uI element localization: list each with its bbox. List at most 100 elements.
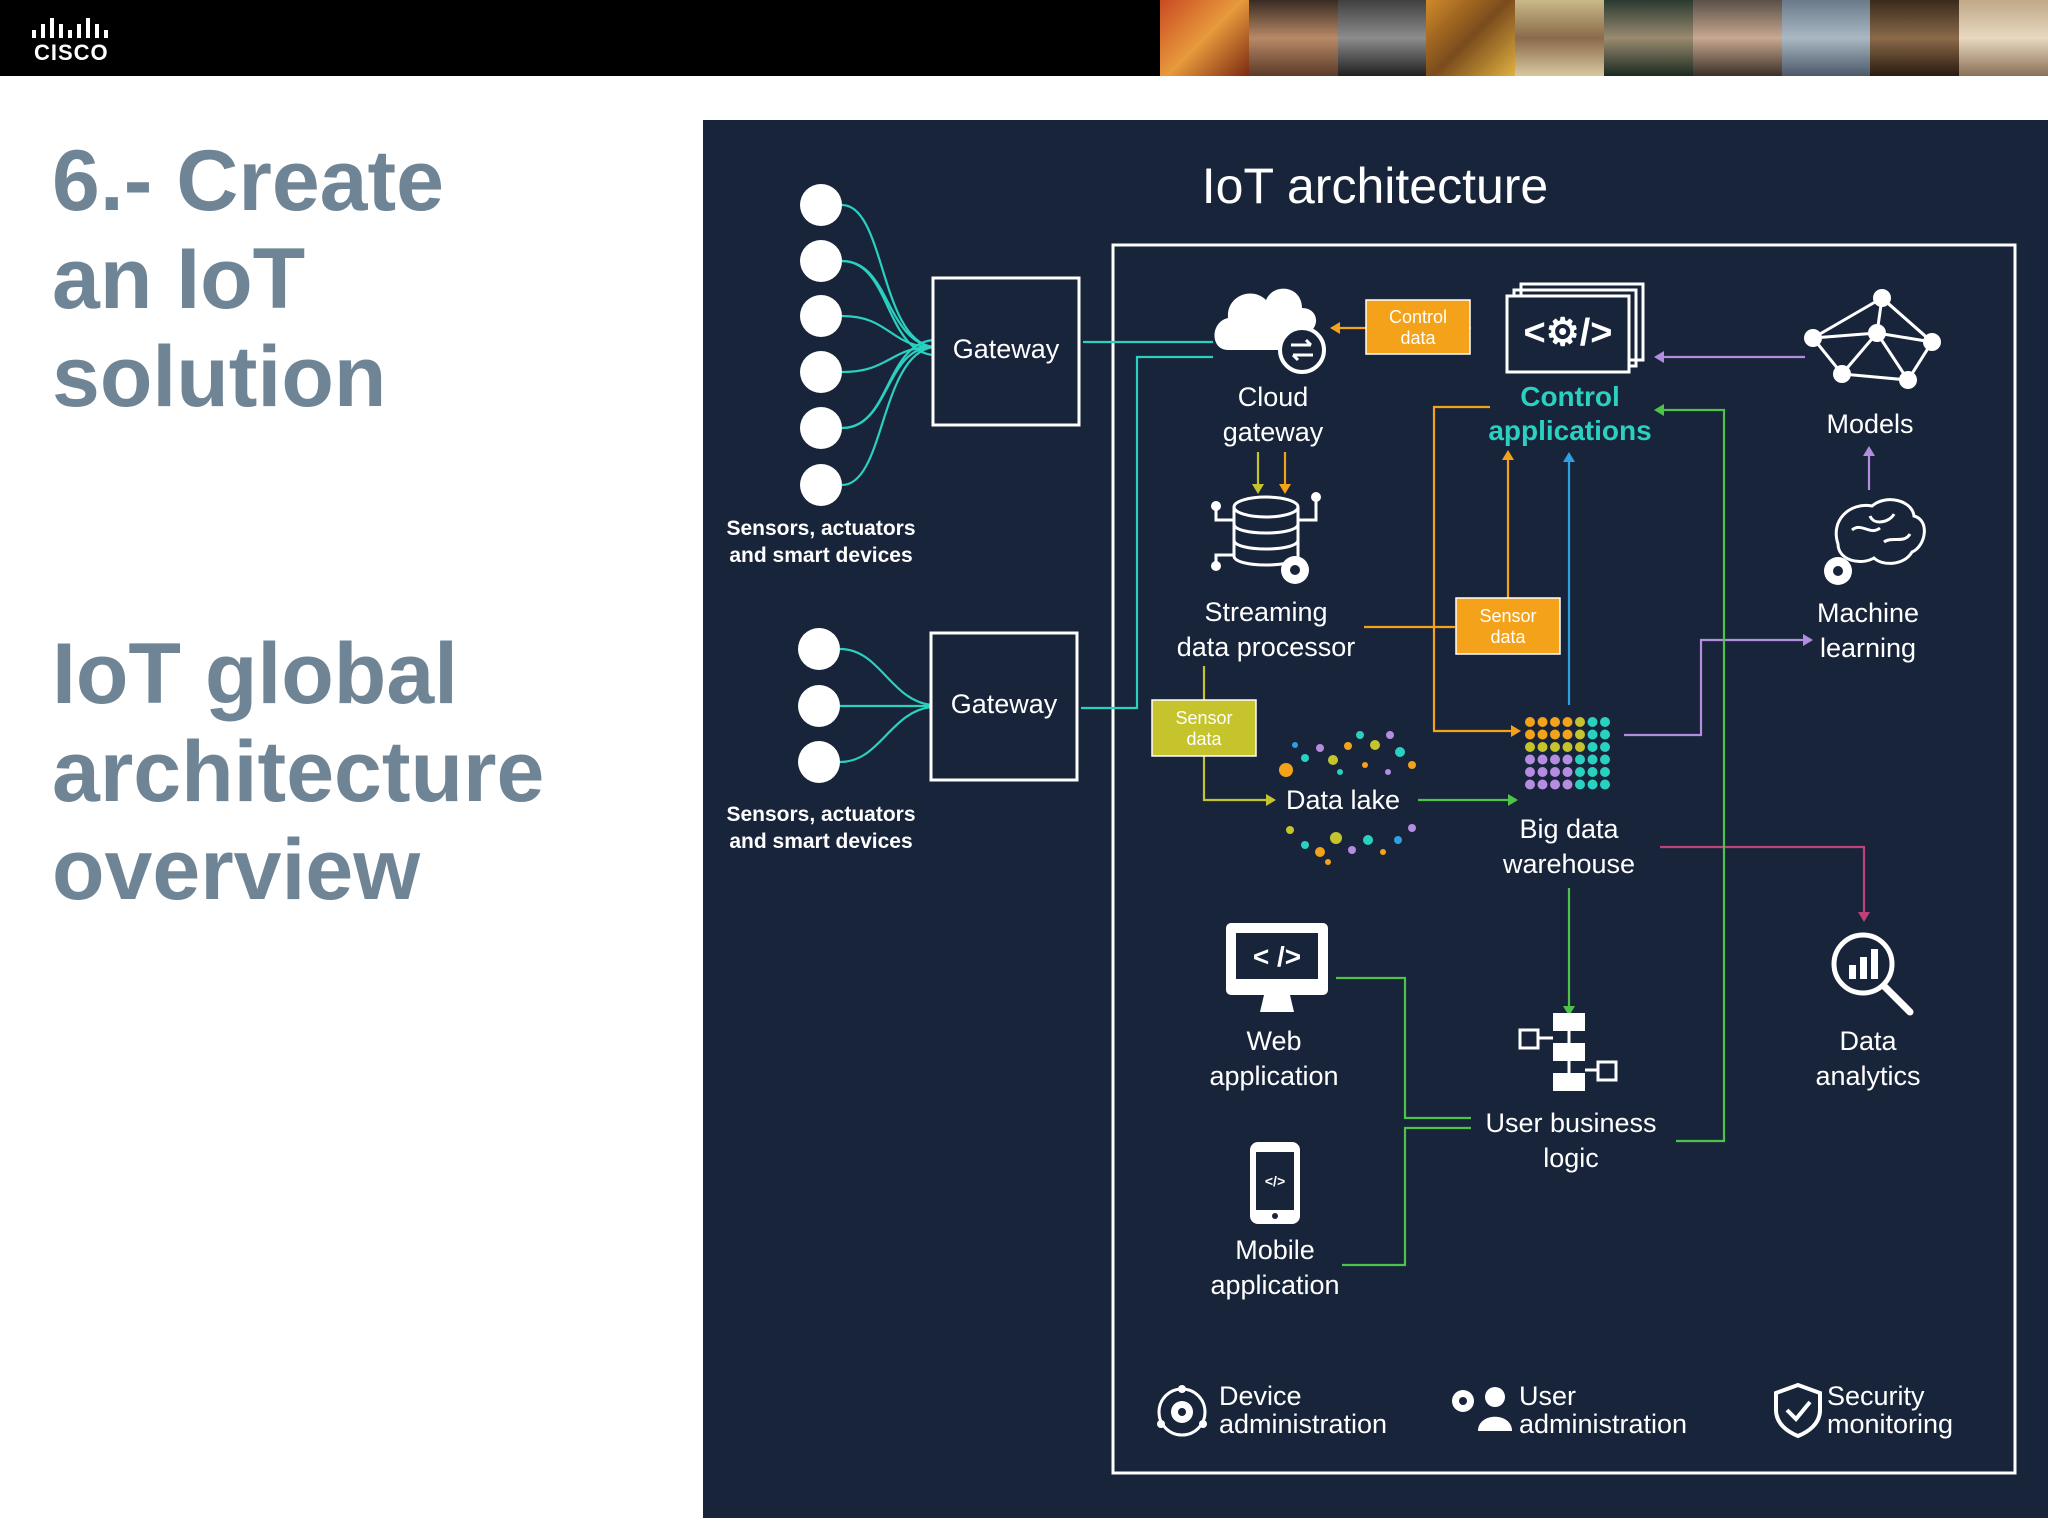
machine-learning-label: learning [1820, 633, 1916, 663]
photo-7 [1692, 0, 1782, 76]
diagram-title: IoT architecture [1202, 158, 1548, 214]
grid-dot [1575, 717, 1585, 727]
gateway-cloud-links [1081, 340, 1213, 710]
tag-text: data [1186, 729, 1222, 749]
control-flow-lines [1364, 405, 1515, 733]
data-grid-icon [1525, 717, 1610, 790]
grid-dot [1575, 729, 1585, 740]
web-application-label: application [1209, 1061, 1338, 1091]
grid-dot [1562, 742, 1573, 752]
mobile-application: </> Mobile application [1210, 1142, 1340, 1300]
control-applications-label: Control [1520, 381, 1620, 412]
grid-dot [1550, 767, 1560, 777]
device-node [800, 464, 842, 506]
data-lake-label: Data lake [1286, 785, 1400, 815]
grid-dot [1587, 717, 1598, 727]
grid-dot [1600, 717, 1610, 727]
grid-dot [1525, 779, 1535, 790]
grid-dot [1537, 754, 1548, 765]
device-node [798, 685, 840, 727]
gateway-box-1 [931, 276, 1081, 427]
title-line: solution [52, 329, 387, 425]
photo-6 [1603, 0, 1693, 76]
streaming-label: data processor [1177, 632, 1356, 662]
slide-subtitle: IoT global architecture overview [52, 625, 692, 919]
grid-dot [1562, 779, 1573, 790]
streaming-label: Streaming [1204, 597, 1327, 627]
grid-dot [1562, 754, 1573, 765]
device-group-1: Sensors, actuators and smart devices Gat… [726, 184, 1081, 567]
tag-text: data [1400, 328, 1436, 348]
gateway-label: Gateway [951, 689, 1058, 719]
cisco-wordmark: CISCO [34, 40, 109, 65]
gateway-box-2 [929, 631, 1079, 782]
title-line: an IoT [52, 231, 306, 327]
data-analytics: Data analytics [1815, 932, 1921, 1091]
slide-title: 6.- Create an IoT solution [52, 132, 692, 426]
big-data-warehouse: Big data warehouse [1502, 717, 1635, 879]
mobile-application-label: Mobile [1235, 1235, 1315, 1265]
user-business-logic-label: User business [1485, 1108, 1656, 1138]
big-data-label: warehouse [1502, 849, 1635, 879]
device-node [800, 240, 842, 282]
photo-4 [1426, 0, 1516, 76]
flowchart-icon [1518, 1013, 1618, 1091]
analytics-search-icon [1831, 932, 1895, 996]
cisco-logo: CISCO [28, 12, 118, 65]
grid-dot [1550, 779, 1560, 790]
grid-dot [1600, 729, 1610, 740]
photo-8 [1781, 0, 1871, 76]
models-label: Models [1826, 409, 1913, 439]
security-label: Security [1827, 1381, 1925, 1411]
header-photo-strip [1160, 0, 2048, 76]
svg-text:< />: < /> [1253, 941, 1301, 972]
grid-dot [1562, 729, 1573, 740]
grid-dot [1525, 742, 1535, 752]
data-analytics-label: analytics [1815, 1061, 1920, 1091]
device-admin-label: Device [1219, 1381, 1302, 1411]
device-node [798, 628, 840, 670]
grid-dot [1550, 742, 1560, 752]
devices-label: Sensors, actuators [726, 517, 915, 540]
grid-dot [1587, 767, 1598, 777]
user-admin-label: User [1519, 1381, 1576, 1411]
grid-dot [1587, 754, 1598, 765]
iot-architecture-diagram: IoT architecture Sensors, actuators and … [703, 120, 2048, 1518]
sync-icon [1278, 326, 1326, 374]
models: Models [1804, 289, 1941, 490]
subtitle-line: overview [52, 822, 421, 918]
device-node [798, 741, 840, 783]
sensor-data-tag-orange: Sensor data [1455, 597, 1561, 655]
grid-dot [1575, 779, 1585, 790]
device-links [841, 203, 934, 487]
device-node [800, 295, 842, 337]
streaming-data-processor: Streaming data processor [1177, 492, 1356, 662]
device-admin-label: administration [1219, 1409, 1387, 1439]
tag-text: data [1490, 627, 1526, 647]
photo-3 [1337, 0, 1427, 76]
photo-2 [1248, 0, 1338, 76]
tag-text: Sensor [1479, 606, 1536, 626]
grid-dot [1525, 717, 1535, 727]
grid-dot [1575, 754, 1585, 765]
grid-dot [1600, 742, 1610, 752]
mobile-application-label: application [1210, 1270, 1339, 1300]
grid-dot [1550, 729, 1560, 740]
shield-check-icon [1774, 1382, 1822, 1439]
subtitle-line: IoT global [52, 626, 459, 722]
grid-dot [1550, 717, 1560, 727]
device-administration: Device administration [1157, 1381, 1387, 1439]
top-bar: CISCO [0, 0, 2048, 76]
devices-label: Sensors, actuators [726, 803, 915, 826]
grid-dot [1600, 779, 1610, 790]
tag-text: Sensor [1175, 708, 1232, 728]
cloud-gateway-label: gateway [1223, 417, 1324, 447]
device-node [800, 407, 842, 449]
grid-dot [1562, 717, 1573, 727]
grid-dot [1525, 767, 1535, 777]
grid-dot [1550, 754, 1560, 765]
gateway-label: Gateway [953, 334, 1060, 364]
grid-dot [1587, 779, 1598, 790]
devices-label: and smart devices [729, 544, 912, 567]
svg-text:</>: </> [1265, 1173, 1285, 1189]
